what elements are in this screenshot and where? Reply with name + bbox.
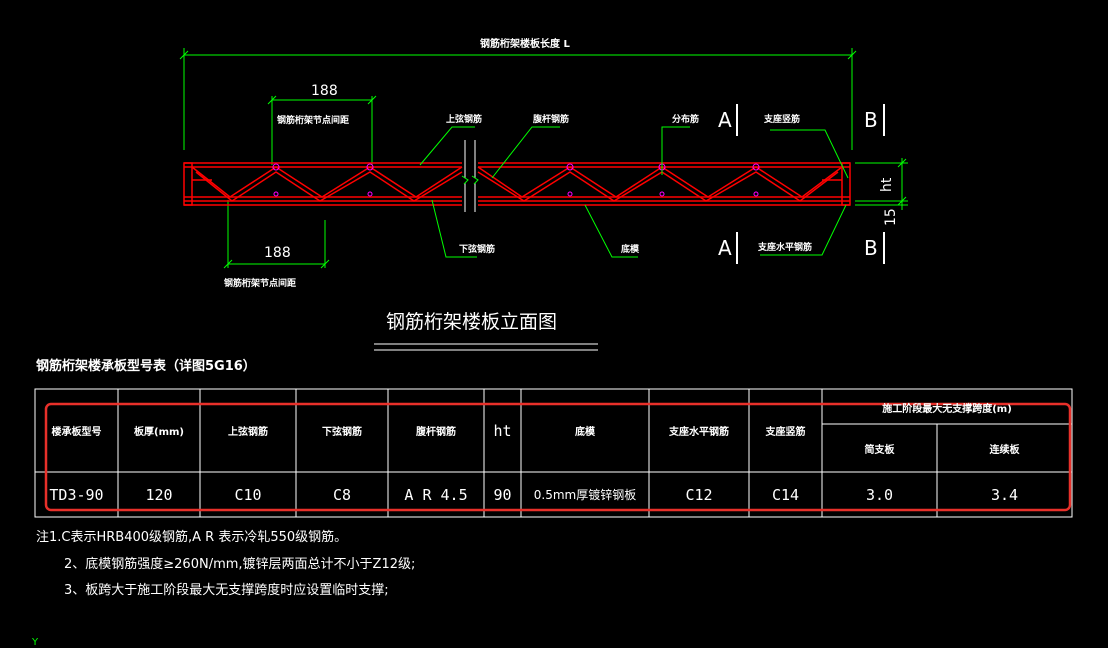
cell-continuous-span: 3.4 bbox=[990, 485, 1019, 504]
table-grid bbox=[34, 388, 1073, 518]
note-1: 注1.C表示HRB400级钢筋,A R 表示冷轧550级钢筋。 bbox=[36, 530, 348, 545]
cell-thickness: 120 bbox=[145, 485, 173, 504]
header-model: 楼承板型号 bbox=[51, 427, 102, 438]
overall-dimension bbox=[179, 48, 857, 150]
header-continuous-span: 连续板 bbox=[989, 444, 1020, 456]
header-bottom-plate: 底模 bbox=[575, 427, 595, 438]
top-spacing-label: 钢筋桁架节点间距 bbox=[277, 116, 350, 126]
truss-nodes bbox=[272, 163, 760, 197]
ht-label: ht bbox=[879, 177, 895, 192]
label-web: 腹杆钢筋 bbox=[533, 115, 570, 125]
header-bottom-chord: 下弦钢筋 bbox=[322, 427, 362, 438]
label-support-horizontal: 支座水平钢筋 bbox=[758, 243, 813, 253]
table-caption: 钢筋桁架楼承板型号表（详图5G16） bbox=[36, 359, 256, 374]
cell-simple-span: 3.0 bbox=[865, 485, 894, 504]
cell-ht: 90 bbox=[493, 485, 512, 504]
header-span-group: 施工阶段最大无支撑跨度(m) bbox=[882, 403, 1012, 415]
header-web: 腹杆钢筋 bbox=[416, 427, 456, 438]
ucs-icon: Y bbox=[32, 637, 39, 648]
leader-lines bbox=[419, 126, 849, 258]
cell-support-vertical: C14 bbox=[771, 485, 800, 504]
section-a-top: A bbox=[718, 108, 732, 132]
bottom-spacing-label: 钢筋桁架节点间距 bbox=[224, 279, 297, 289]
label-bottom-chord: 下弦钢筋 bbox=[459, 245, 496, 255]
dim-15-label: 15 bbox=[883, 208, 899, 226]
note-3: 3、板跨大于施工阶段最大无支撑跨度时应设置临时支撑; bbox=[64, 583, 389, 598]
cell-support-horizontal: C12 bbox=[685, 485, 713, 504]
bottom-spacing-value: 188 bbox=[264, 245, 291, 261]
header-thickness: 板厚(mm) bbox=[134, 427, 184, 438]
highlight-box bbox=[44, 402, 1072, 512]
ht-dimension bbox=[855, 158, 908, 210]
header-simple-span: 简支板 bbox=[864, 444, 895, 456]
section-marks bbox=[736, 104, 885, 264]
section-a-bottom: A bbox=[718, 236, 732, 260]
title-underline bbox=[374, 343, 598, 351]
header-support-vertical: 支座竖筋 bbox=[765, 427, 806, 438]
top-spacing-value: 188 bbox=[311, 83, 338, 99]
top-spacing-dimension bbox=[267, 95, 377, 165]
header-ht: ht bbox=[493, 421, 512, 440]
cell-web: A R 4.5 bbox=[404, 485, 468, 504]
overall-length-label: 钢筋桁架楼板长度 L bbox=[480, 39, 570, 50]
label-distribution: 分布筋 bbox=[672, 115, 700, 125]
cell-model: TD3-90 bbox=[49, 485, 104, 504]
bottom-spacing-dimension bbox=[223, 200, 330, 269]
header-support-horizontal: 支座水平钢筋 bbox=[669, 427, 729, 438]
note-2: 2、底模钢筋强度≥260N/mm,镀锌层两面总计不小于Z12级; bbox=[64, 557, 416, 572]
section-b-top: B bbox=[864, 108, 878, 132]
header-top-chord: 上弦钢筋 bbox=[228, 427, 268, 438]
section-b-bottom: B bbox=[864, 236, 878, 260]
web-members bbox=[191, 166, 843, 202]
label-support-vertical: 支座竖筋 bbox=[764, 115, 801, 125]
drawing-title: 钢筋桁架楼板立面图 bbox=[386, 311, 558, 333]
break-lines bbox=[461, 140, 479, 212]
label-bottom-plate: 底模 bbox=[621, 245, 640, 255]
label-top-chord: 上弦钢筋 bbox=[446, 115, 483, 125]
cell-bottom-chord: C8 bbox=[332, 485, 352, 504]
cell-bottom-plate: 0.5mm厚镀锌钢板 bbox=[533, 488, 637, 502]
cell-top-chord: C10 bbox=[234, 485, 262, 504]
truss-chords bbox=[183, 162, 851, 206]
